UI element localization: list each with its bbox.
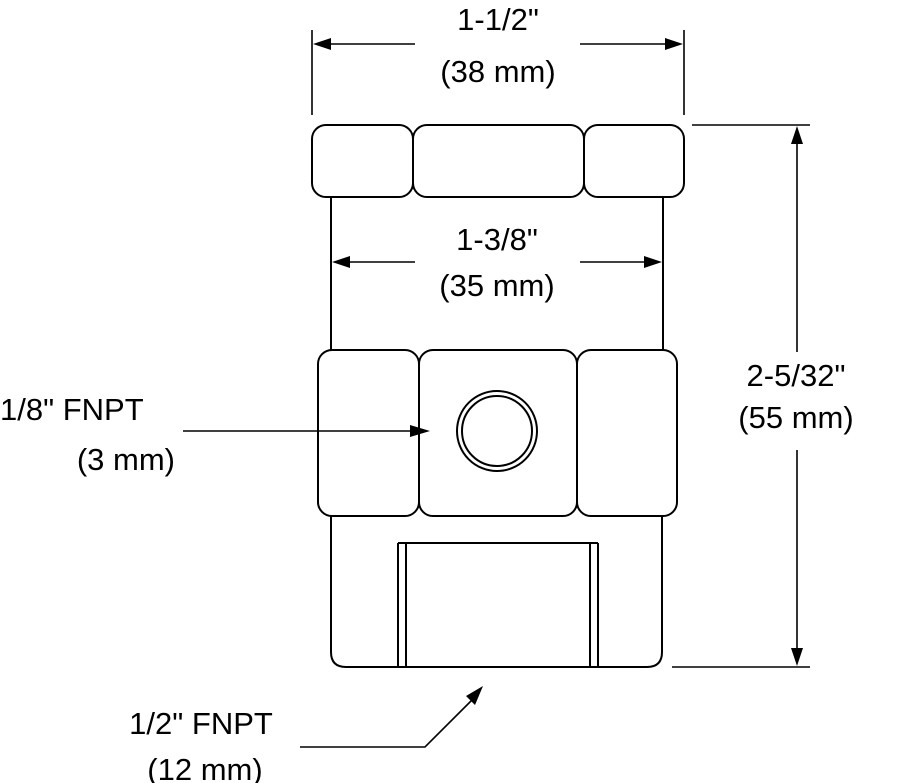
bottom-port-bore bbox=[397, 542, 599, 667]
side-port-callout: 1/8" FNPT (3 mm) bbox=[0, 392, 430, 477]
inner-width-imperial-label: 1-3/8" bbox=[456, 222, 538, 257]
side-port bbox=[456, 390, 538, 472]
side-port-imperial-label: 1/8" FNPT bbox=[0, 392, 144, 427]
top-hex-nut bbox=[311, 124, 685, 198]
top-width-imperial-label: 1-1/2" bbox=[457, 2, 539, 37]
inner-width-dimension: 1-3/8" (35 mm) bbox=[332, 222, 662, 303]
inner-width-metric-label: (35 mm) bbox=[439, 268, 554, 303]
top-width-dimension: 1-1/2" (38 mm) bbox=[311, 2, 685, 115]
height-dimension: 2-5/32" (55 mm) bbox=[672, 124, 854, 668]
bottom-port-metric-label: (12 mm) bbox=[147, 752, 262, 783]
middle-hex bbox=[317, 349, 678, 517]
side-port-metric-label: (3 mm) bbox=[77, 442, 175, 477]
bottom-port-imperial-label: 1/2" FNPT bbox=[129, 706, 273, 741]
body-neck bbox=[330, 197, 664, 350]
top-width-metric-label: (38 mm) bbox=[440, 54, 555, 89]
fitting-body bbox=[311, 124, 685, 668]
bottom-port-callout: 1/2" FNPT (12 mm) bbox=[129, 686, 483, 783]
height-metric-label: (55 mm) bbox=[738, 400, 853, 435]
height-imperial-label: 2-5/32" bbox=[747, 358, 846, 393]
bottom-section bbox=[330, 516, 663, 668]
